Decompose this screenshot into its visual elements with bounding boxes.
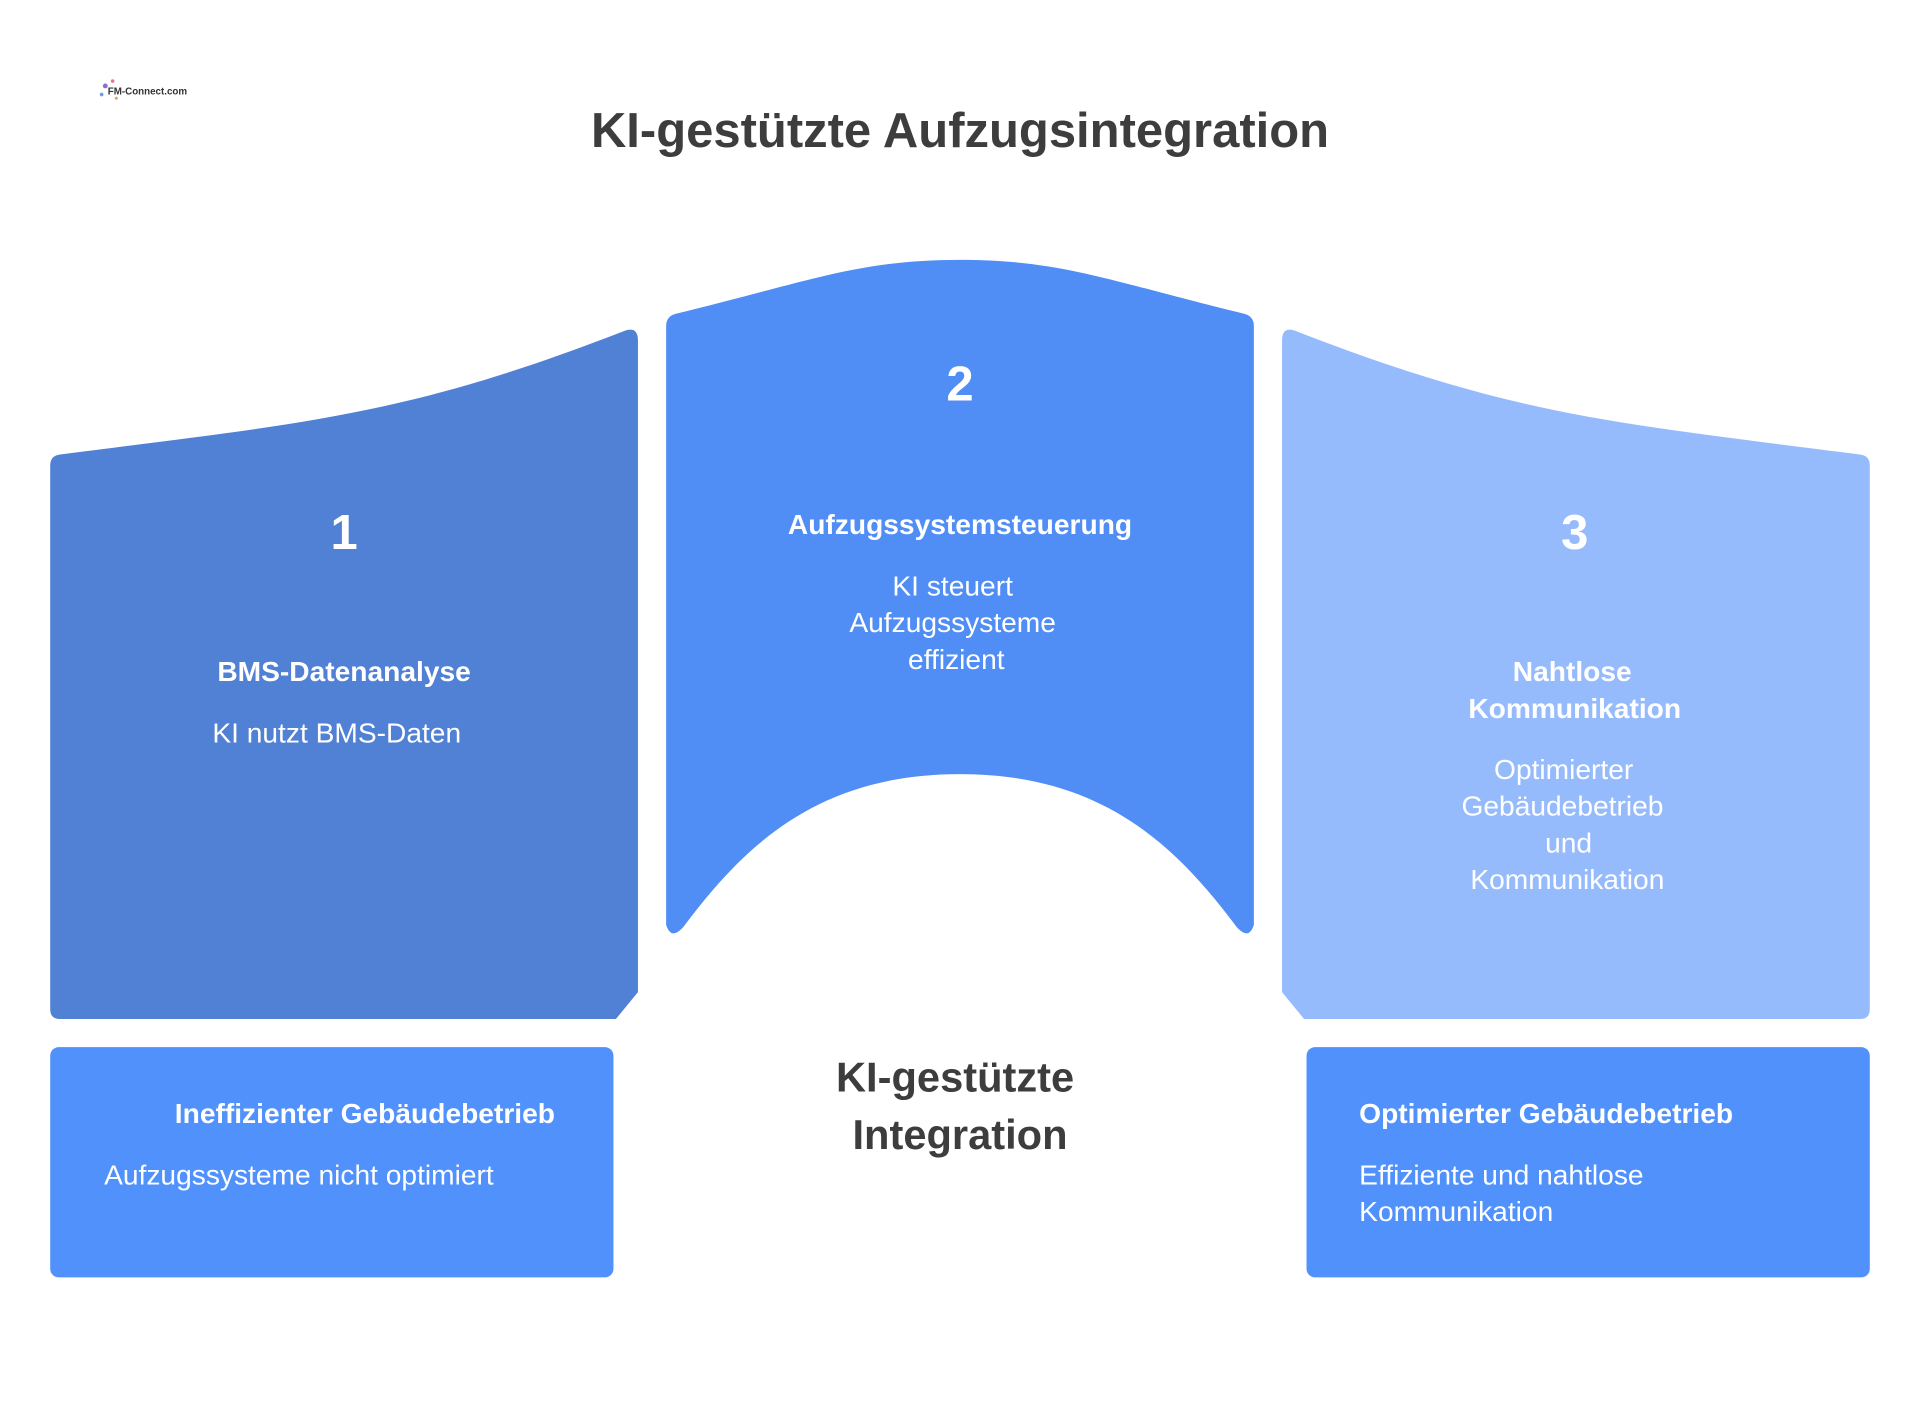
step-3-number: 3	[1561, 506, 1588, 560]
logo-text: FM-Connect.com	[108, 87, 188, 98]
step-1-number: 1	[330, 506, 357, 560]
center-label-line: Integration	[852, 1111, 1067, 1158]
step-3-title-line: Nahtlose	[1513, 656, 1632, 687]
step-2-desc-line: KI steuert	[892, 570, 1013, 601]
after-box	[1306, 1047, 1870, 1278]
step-2-title: Aufzugssystemsteuerung	[788, 509, 1132, 540]
step-3-desc-line: und	[1545, 827, 1592, 858]
step-1-panel	[50, 329, 638, 1020]
step-3-desc-line: Optimierter	[1494, 754, 1633, 785]
before-title: Ineffizienter Gebäudebetrieb	[175, 1098, 555, 1129]
step-3-desc-line: Kommunikation	[1470, 864, 1664, 895]
step-3-panel	[1282, 329, 1870, 1020]
page-title: KI-gestützte Aufzugsintegration	[591, 104, 1329, 158]
after-desc-line: Effiziente und nahtlose	[1359, 1159, 1643, 1190]
step-1-title: BMS-Datenanalyse	[217, 656, 470, 687]
before-box	[50, 1047, 614, 1278]
after-desc-line: Kommunikation	[1359, 1196, 1553, 1227]
step-2-desc-line: Aufzugssysteme	[849, 607, 1056, 638]
step-3-title-line: Kommunikation	[1468, 693, 1681, 724]
step-3-desc-line: Gebäudebetrieb	[1461, 791, 1663, 822]
logo: FM-Connect.com	[99, 79, 188, 100]
step-1-desc: KI nutzt BMS-Daten	[212, 717, 461, 748]
center-label-line: KI-gestützte	[836, 1053, 1074, 1100]
step-2-desc-line: effizient	[908, 644, 1005, 675]
before-desc: Aufzugssysteme nicht optimiert	[104, 1159, 494, 1190]
step-2-number: 2	[946, 358, 973, 412]
after-title: Optimierter Gebäudebetrieb	[1359, 1098, 1733, 1129]
step-2-panel	[666, 259, 1254, 934]
